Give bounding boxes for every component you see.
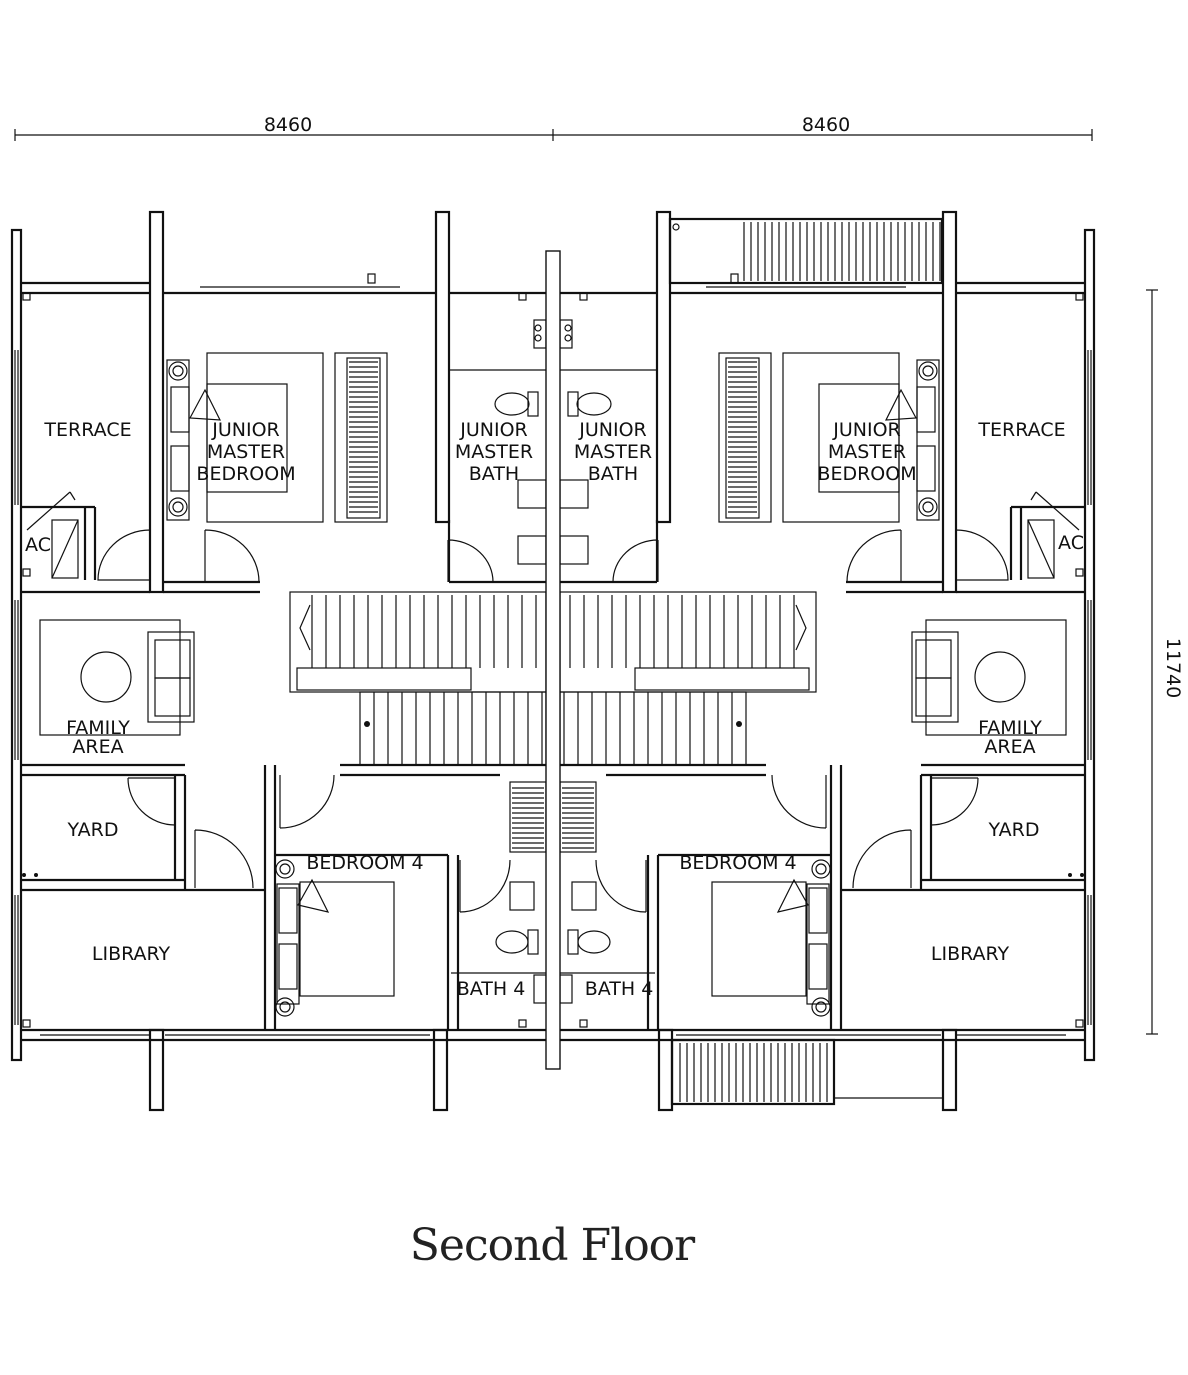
right-jmbath-label-1: JUNIOR <box>578 419 646 441</box>
left-family-label-2: AREA <box>72 736 123 758</box>
external-stairs <box>668 217 944 1106</box>
left-jmbath-label-3: BATH <box>469 463 519 485</box>
left-bath4-label: BATH 4 <box>457 978 526 1000</box>
party-wall <box>545 250 561 1070</box>
left-jmb-label-3: BEDROOM <box>196 463 295 485</box>
right-yard-label: YARD <box>988 819 1040 841</box>
right-terrace-label: TERRACE <box>977 419 1065 441</box>
right-library-label: LIBRARY <box>931 943 1010 965</box>
right-bedroom4-label: BEDROOM 4 <box>679 852 796 874</box>
right-ac-label: AC <box>1058 532 1084 554</box>
right-jmb-label-1: JUNIOR <box>832 419 900 441</box>
left-family-label-1: FAMILY <box>66 717 130 739</box>
left-jmbath-label-2: MASTER <box>455 441 533 463</box>
right-jmb-label-3: BEDROOM <box>817 463 916 485</box>
right-family-label-1: FAMILY <box>978 717 1042 739</box>
left-bedroom4-label: BEDROOM 4 <box>306 852 423 874</box>
right-jmbath-label-3: BATH <box>588 463 638 485</box>
right-bath4-label: BATH 4 <box>585 978 654 1000</box>
left-yard-label: YARD <box>67 819 119 841</box>
dimension-right-width: 8460 <box>802 114 850 136</box>
dimension-lines <box>14 129 1158 1035</box>
dimension-depth: 11740 <box>1162 638 1184 698</box>
right-family-label-2: AREA <box>984 736 1035 758</box>
left-unit-plan <box>10 210 547 1112</box>
dimension-left-width: 8460 <box>264 114 312 136</box>
floor-title: Second Floor <box>410 1220 696 1271</box>
right-jmb-label-2: MASTER <box>828 441 906 463</box>
left-jmb-label-2: MASTER <box>207 441 285 463</box>
right-unit-plan <box>558 210 1096 1112</box>
left-library-label: LIBRARY <box>92 943 171 965</box>
left-room-labels: TERRACE AC JUNIOR MASTER BEDROOM JUNIOR … <box>25 419 533 1000</box>
left-terrace-label: TERRACE <box>43 419 131 441</box>
left-jmbath-label-1: JUNIOR <box>459 419 527 441</box>
right-room-labels: TERRACE AC JUNIOR MASTER BEDROOM JUNIOR … <box>574 419 1084 1000</box>
left-jmb-label-1: JUNIOR <box>211 419 279 441</box>
right-jmbath-label-2: MASTER <box>574 441 652 463</box>
left-ac-label: AC <box>25 534 51 556</box>
